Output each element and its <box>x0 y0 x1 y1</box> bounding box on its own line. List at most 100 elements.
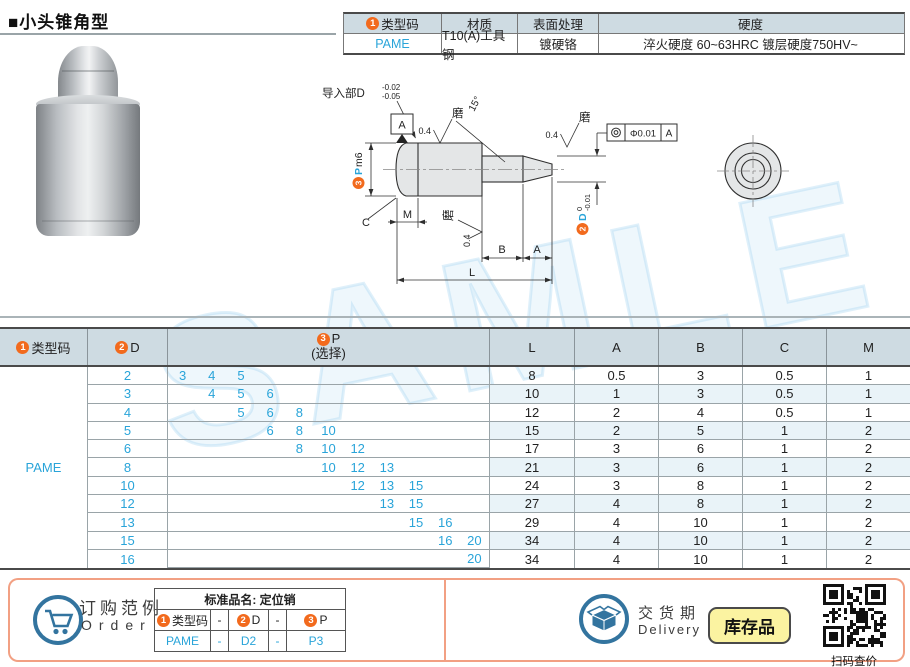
dim-a-label: A <box>533 244 541 256</box>
svg-text:3: 3 <box>354 180 364 185</box>
grind-label-3: 磨 <box>442 209 455 221</box>
b-value-cell: 10 <box>659 531 743 550</box>
p-option: 12 <box>350 441 365 457</box>
m-value-cell: 2 <box>827 531 910 550</box>
qr-caption: 扫码查价 <box>831 656 877 667</box>
header-m: M <box>863 339 874 355</box>
p-option: 8 <box>295 423 303 439</box>
p-option: 12 <box>350 459 365 475</box>
lead-in-tol-lower: -0.05 <box>382 92 401 101</box>
a-value-cell: 4 <box>575 513 659 532</box>
l-value-cell: 24 <box>490 476 575 496</box>
taper-angle-label: 15° <box>467 95 484 114</box>
m-value-cell: 2 <box>827 458 910 477</box>
c-value-cell: 0.5 <box>743 403 827 422</box>
p-option: 6 <box>266 423 274 439</box>
grind-label-1: 磨 <box>452 107 464 120</box>
order-title: 订购范例 <box>79 599 163 618</box>
l-value-cell: 27 <box>490 495 575 514</box>
header-type-code: 1 类型码 <box>0 329 88 365</box>
datum-a-symbol: A <box>390 113 414 143</box>
lead-in-tol-upper: -0.02 <box>382 83 401 92</box>
delivery-title-en: Delivery <box>638 622 701 637</box>
delivery-box: 交货期 Delivery 库存品 扫码查价 <box>445 578 905 667</box>
spec-header-type-code: 1 类型码 <box>344 14 442 33</box>
p-option: 3 <box>178 368 187 384</box>
p-option: 16 <box>437 514 453 530</box>
d-value-cell: 10 <box>88 476 168 496</box>
dim-m-label: M <box>403 209 412 221</box>
b-value-cell: 3 <box>659 367 743 386</box>
spec-hardness: 淬火硬度 60~63HRC 镀层硬度750HV~ <box>643 38 858 52</box>
p-option: 8 <box>295 441 303 457</box>
dim-c-label: C <box>362 217 370 229</box>
header-b: B <box>659 329 743 365</box>
d-value-cell: 3 <box>88 385 168 404</box>
l-value-cell: 12 <box>490 403 575 422</box>
a-value-cell: 4 <box>575 549 659 569</box>
l-value-cell: 34 <box>490 549 575 569</box>
drawing-labels: 导入部D -0.02 -0.05 0.4 磨 0.4 磨 0.4 磨 15° C… <box>322 83 591 279</box>
l-value-cell: 34 <box>490 531 575 550</box>
p-dimension-label: 3 P m6 <box>352 152 365 189</box>
pin-cone-tip <box>522 155 553 183</box>
l-value-cell: 17 <box>490 440 575 459</box>
svg-text:0: 0 <box>575 207 584 211</box>
concentricity-icon <box>611 127 621 138</box>
order-value-p: P3 <box>308 634 324 648</box>
spec-value-row: PAME T10(A)工具钢 镀硬铬 淬火硬度 60~63HRC 镀层硬度750… <box>344 29 904 62</box>
l-value-cell: 21 <box>490 458 575 477</box>
concentricity-frame: Φ0.01 A <box>606 123 678 142</box>
spec-material: T10(A)工具钢 <box>442 29 518 62</box>
qr-code-block: 扫码查价 <box>821 584 887 667</box>
l-value-cell: 29 <box>490 513 575 532</box>
roughness-3: 0.4 <box>462 234 472 247</box>
order-value-type: PAME <box>155 631 211 651</box>
spec-header-row: 1 类型码 材质 表面处理 硬度 <box>344 14 904 34</box>
m-value-cell: 2 <box>827 477 910 496</box>
order-label-p: 3 P <box>287 610 345 631</box>
grind-label-2: 磨 <box>579 111 591 124</box>
c-value-cell: 0.5 <box>743 385 827 404</box>
c-value-cell: 1 <box>743 476 827 496</box>
d-dimension-label: 2 D 0 -0.01 <box>575 194 592 235</box>
c-value-cell: 1 <box>743 513 827 532</box>
m-value-cell: 2 <box>827 513 910 532</box>
a-value-cell: 3 <box>575 458 659 477</box>
c-value-cell: 1 <box>743 549 827 569</box>
p-option: 15 <box>408 496 424 512</box>
order-table-label-row: 1 类型码 - 2 D - 3 P <box>155 610 345 631</box>
p-option: 5 <box>237 404 245 420</box>
page-title: ■小头锥角型 <box>8 13 110 32</box>
circled-number-1: 1 <box>366 17 380 30</box>
a-value-cell: 2 <box>575 421 659 441</box>
spec-header-hardness: 硬度 <box>737 18 763 32</box>
svg-text:D: D <box>577 213 589 221</box>
cart-icon <box>33 595 83 645</box>
a-value-cell: 0.5 <box>575 367 659 386</box>
m-value-cell: 1 <box>827 404 910 422</box>
order-table-title-row: 标准品名: 定位销 <box>155 589 345 610</box>
order-dash: - <box>211 610 229 631</box>
front-view <box>395 142 553 197</box>
p-option: 13 <box>379 477 395 493</box>
header-c: C <box>743 329 827 365</box>
c-value-cell: 1 <box>743 531 827 550</box>
stock-badge: 库存品 <box>708 607 791 644</box>
svg-text:P: P <box>353 168 365 175</box>
header-d: 2 D <box>88 329 168 365</box>
d-value-cell: 15 <box>88 531 168 550</box>
m-value-cell: 2 <box>827 421 910 441</box>
product-photo <box>28 40 148 236</box>
order-label-type: 1 类型码 <box>155 610 211 631</box>
